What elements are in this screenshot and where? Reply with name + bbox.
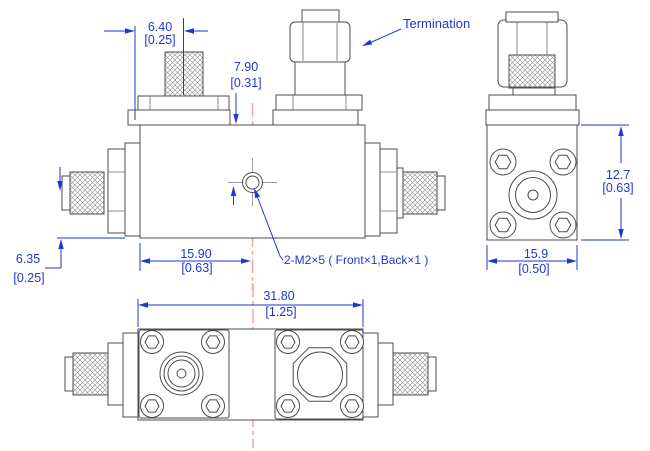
leader-arrow [362,39,373,46]
sma-port-right-bottom [362,332,437,418]
dim-arrow [140,258,150,264]
dimension-6-35: 6.35 [0.25] [13,167,125,285]
dim-side-height-mm: 12.7 [606,168,630,182]
sma-port-left [61,142,141,237]
hex-screw [140,394,164,418]
dim-overall-length-inch: [1.25] [265,305,296,319]
dim-arrow [138,302,148,308]
dimension-15-9: 15.9 [0.50] [486,245,578,276]
termination-callout: Termination [362,16,470,46]
dimension-12-7: 12.7 [0.63] [581,124,634,241]
dim-hole-to-end-mm: 15.90 [180,247,211,261]
dim-overall-length-mm: 31.80 [263,289,294,303]
dim-side-height-inch: [0.63] [602,181,633,195]
hex-connector-body [292,347,348,402]
dim-port-height-inch: [0.25] [13,271,44,285]
hex-screw [201,330,225,354]
termination-connector [272,9,363,126]
mounting-hole [228,158,277,206]
dim-termination-offset-mm: 7.90 [234,60,258,74]
leader-arrow [254,188,261,199]
threads [69,171,105,215]
hex-screw [549,148,577,176]
dim-arrow [487,258,497,264]
dimension-7-90: 7.90 [0.31] [230,60,262,205]
dim-arrow [184,28,194,34]
dimension-6-40: 6.40 [0.25] [104,18,208,120]
threads [402,171,438,215]
dim-arrow [618,126,624,136]
hex-screw [489,211,517,239]
sma-port-left-bottom [64,332,139,418]
dim-arrow [230,186,237,196]
dim-top-offset-mm: 6.40 [148,20,172,34]
threads [72,352,109,396]
dimension-31-80: 31.80 [1.25] [137,289,364,327]
dim-side-width-inch: [0.50] [518,262,549,276]
coupled-port-connector [127,51,231,126]
dim-side-width-mm: 15.9 [524,247,548,261]
hex-screw [201,394,225,418]
side-view [485,11,580,241]
hex-screw [140,330,164,354]
dim-arrow [241,258,251,264]
side-sma-connector [488,11,577,111]
dim-arrow [58,239,64,249]
front-view [61,9,446,290]
dim-port-height-mm: 6.35 [16,252,40,266]
hex-screw [340,394,364,418]
termination-label: Termination [403,16,470,31]
dim-hole-to-end-inch: [0.63] [181,261,212,275]
dim-termination-offset-inch: [0.31] [230,76,261,90]
dim-arrow [233,114,239,124]
sma-flange-left [138,329,230,419]
hex-screw [549,211,577,239]
sma-port-right [364,142,446,237]
hex-screw [340,330,364,354]
dim-arrow [618,229,624,239]
hex-nut [289,21,351,63]
mounting-note: 2-M2×5 ( Front×1,Back×1 ) [284,253,428,267]
dimension-15-90: 15.90 [0.63] [139,243,251,275]
threads [508,54,556,89]
sma-face-connector [508,170,558,220]
dim-arrow [353,302,363,308]
dim-arrow [57,181,63,191]
sma-flange-right [274,329,364,420]
dim-top-offset-inch: [0.25] [144,33,175,47]
dim-arrow [125,28,135,34]
bottom-view [64,283,437,448]
flange-base [485,109,580,126]
mounting-note-callout: 2-M2×5 ( Front×1,Back×1 ) [254,188,428,267]
dim-arrow [567,258,577,264]
threads [392,352,429,396]
hex-screw [276,330,300,354]
hex-screw [489,148,517,176]
hex-screw [276,394,300,418]
